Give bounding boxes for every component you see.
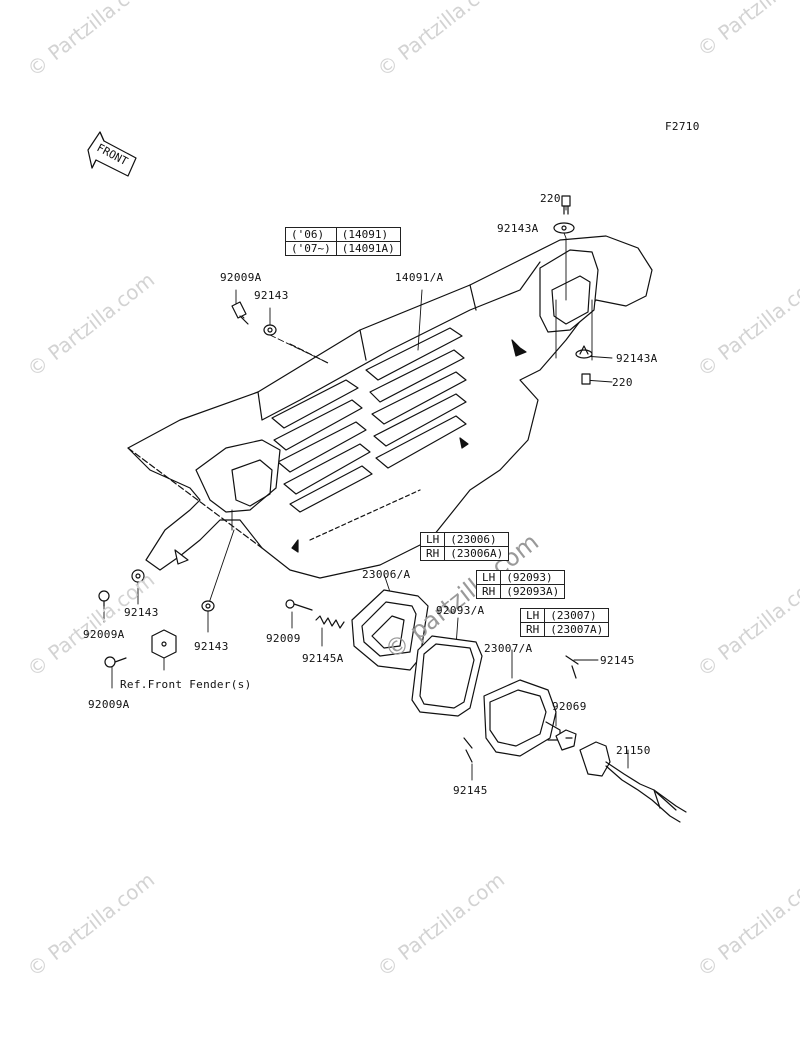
table-cell: LH — [475, 570, 502, 585]
table-cell: (92093A) — [500, 584, 566, 599]
table-row: RH (92093A) — [475, 584, 566, 599]
table-row: ('07~) (14091A) — [285, 241, 401, 256]
gasket-table: LH (92093) RH (92093A) — [475, 570, 566, 599]
callout-92143-left: 92143 — [124, 606, 159, 619]
callout-92145-bottom: 92145 — [453, 784, 488, 797]
gasket — [411, 635, 483, 717]
table-cell: RH — [519, 622, 546, 637]
table-cell: (23006) — [444, 532, 510, 547]
callout-92009a-lower: 92009A — [88, 698, 130, 711]
bolt-220-lower — [581, 373, 591, 385]
mount-bracket — [151, 629, 177, 659]
callout-21150: 21150 — [616, 744, 651, 757]
callout-92069: 92069 — [552, 700, 587, 713]
washer-92143-left — [131, 569, 145, 583]
table-row: RH (23006A) — [419, 546, 510, 561]
washer-92143a-top — [553, 222, 575, 234]
callout-14091: 14091/A — [395, 271, 444, 284]
table-cell: (14091) — [335, 227, 401, 242]
table-row: LH (23007) — [519, 608, 610, 623]
callout-92009a-mid: 92009A — [83, 628, 125, 641]
table-row: RH (23007A) — [519, 622, 610, 637]
headlight-cover — [127, 235, 653, 579]
headlight-unit — [483, 679, 561, 757]
bolt-92009a-mid — [98, 590, 110, 607]
bolt-92009 — [285, 599, 313, 611]
bolt-92009a-lower — [104, 656, 127, 668]
table-cell: LH — [419, 532, 446, 547]
figure-code: F2710 — [665, 120, 700, 133]
table-cell: (92093) — [500, 570, 566, 585]
socket-harness — [579, 741, 687, 823]
version-table: ('06) (14091) ('07~) (14091A) — [285, 227, 401, 256]
headlight-table: LH (23007) RH (23007A) — [519, 608, 610, 637]
table-row: LH (23006) — [419, 532, 510, 547]
bolt-92009a-upper — [231, 301, 249, 325]
bulb — [555, 729, 577, 751]
table-row: LH (92093) — [475, 570, 566, 585]
table-cell: (14091A) — [335, 241, 401, 256]
callout-92009a-upper: 92009A — [220, 271, 262, 284]
callout-92143-upper: 92143 — [254, 289, 289, 302]
callout-92143a-top: 92143A — [497, 222, 539, 235]
table-cell: (23007) — [544, 608, 610, 623]
callout-92143a-lower: 92143A — [616, 352, 658, 365]
callout-92143-mid: 92143 — [194, 640, 229, 653]
washer-92143-upper — [263, 324, 277, 336]
callout-ref-front-fender: Ref.Front Fender(s) — [120, 678, 252, 691]
callout-92009: 92009 — [266, 632, 301, 645]
table-cell: (23006A) — [444, 546, 510, 561]
callout-220-lower: 220 — [612, 376, 633, 389]
callout-23007: 23007/A — [484, 642, 533, 655]
bolt-220-top — [561, 195, 571, 215]
callout-92145a: 92145A — [302, 652, 344, 665]
callout-92145-right: 92145 — [600, 654, 635, 667]
washer-92143a-lower — [575, 345, 593, 359]
spring-92145-right — [565, 655, 579, 679]
table-cell: ('07~) — [285, 241, 337, 256]
table-cell: (23007A) — [544, 622, 610, 637]
front-arrow-icon: FRONT — [87, 131, 137, 177]
spring-92145a — [315, 615, 345, 629]
table-cell: ('06) — [285, 227, 337, 242]
spring-92145-bottom — [463, 737, 473, 763]
washer-92143-mid — [201, 600, 215, 612]
table-cell: RH — [475, 584, 502, 599]
callout-23006: 23006/A — [362, 568, 411, 581]
callout-220-top: 220 — [540, 192, 561, 205]
table-cell: LH — [519, 608, 546, 623]
callout-92093: 92093/A — [436, 604, 485, 617]
table-cell: RH — [419, 546, 446, 561]
table-row: ('06) (14091) — [285, 227, 401, 242]
headlight-case-table: LH (23006) RH (23006A) — [419, 532, 510, 561]
